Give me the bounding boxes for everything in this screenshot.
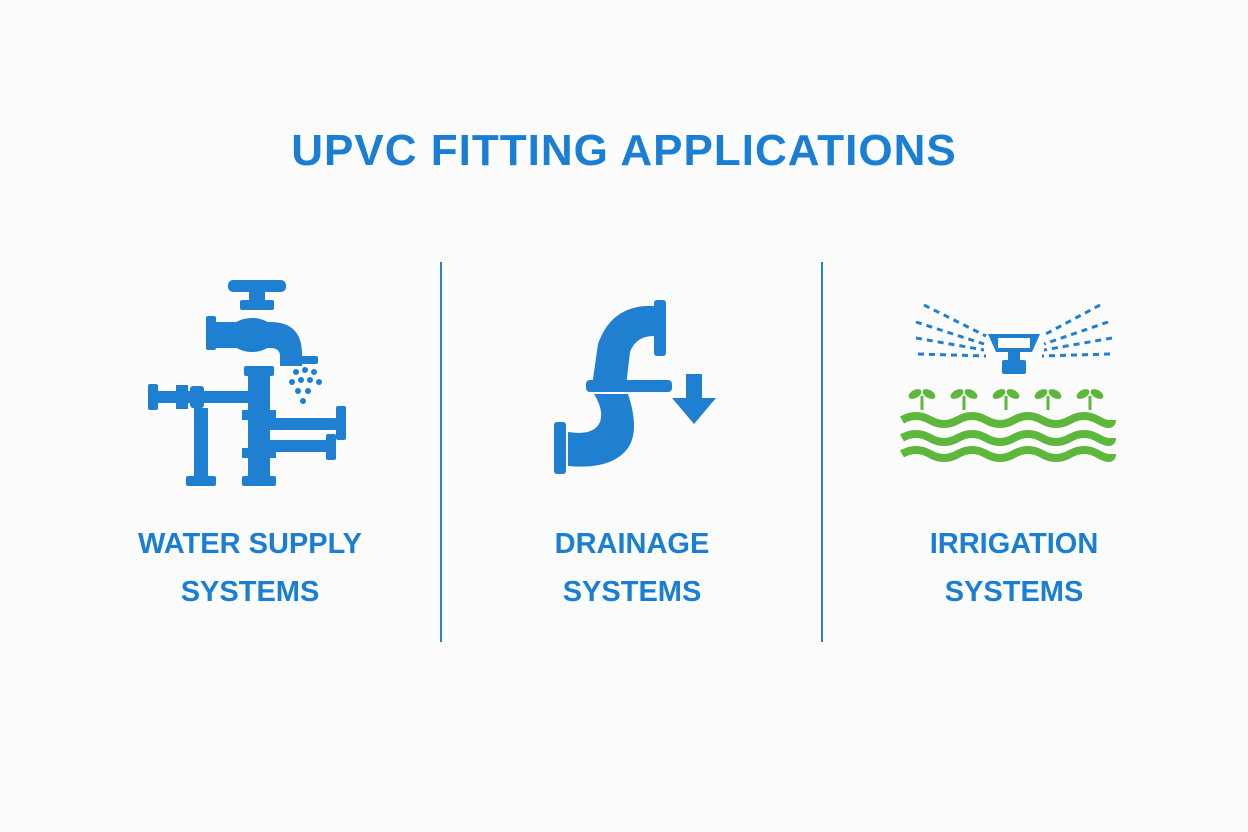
faucet-and-pipes-icon bbox=[60, 270, 440, 510]
label-line-2: SYSTEMS bbox=[180, 576, 320, 608]
label-line-1: WATER SUPPLY bbox=[138, 528, 362, 560]
label-line-2: SYSTEMS bbox=[562, 576, 702, 608]
drain-pipe-with-down-arrow-icon bbox=[442, 270, 822, 510]
application-label: DRAINAGE SYSTEMS bbox=[442, 520, 822, 616]
sprinkler-over-crops-icon bbox=[824, 270, 1204, 510]
label-line-2: SYSTEMS bbox=[944, 576, 1084, 608]
column-divider-right bbox=[821, 262, 823, 642]
label-line-1: DRAINAGE bbox=[554, 528, 710, 560]
page-title: UPVC FITTING APPLICATIONS bbox=[291, 126, 957, 175]
application-label: WATER SUPPLY SYSTEMS bbox=[60, 520, 440, 616]
label-line-1: IRRIGATION bbox=[929, 528, 1099, 560]
column-divider-left bbox=[440, 262, 442, 642]
application-label: IRRIGATION SYSTEMS bbox=[824, 520, 1204, 616]
